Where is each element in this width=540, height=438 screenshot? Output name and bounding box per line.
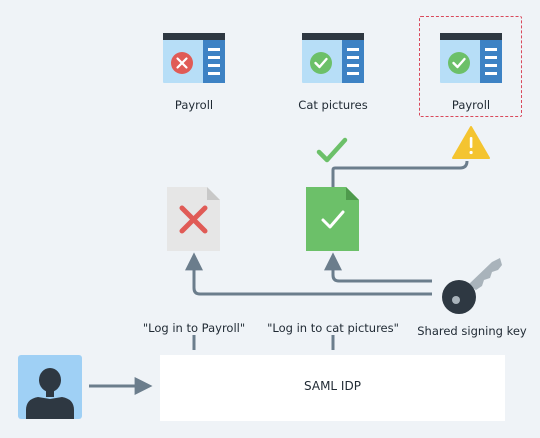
check-icon xyxy=(316,137,348,163)
user-icon xyxy=(26,368,74,419)
app-label-payroll-allowed: Payroll xyxy=(451,98,491,112)
app-window-payroll-denied-icon xyxy=(163,33,225,83)
document-rejected-icon xyxy=(167,187,220,251)
warning-icon xyxy=(452,126,490,159)
key-icon xyxy=(442,258,502,314)
highlight-box xyxy=(419,16,522,117)
user-avatar xyxy=(18,355,82,419)
app-window-cat-pictures-icon xyxy=(302,33,364,83)
app-label-cat-pictures: Cat pictures xyxy=(298,98,368,112)
key-label: Shared signing key xyxy=(417,324,527,338)
connector-lines xyxy=(89,160,469,395)
assertion-label-cat-pictures: "Log in to cat pictures" xyxy=(267,321,399,335)
saml-idp-label: SAML IDP xyxy=(304,379,361,393)
app-window-payroll-allowed-icon xyxy=(440,33,502,83)
document-accepted-icon xyxy=(306,187,359,251)
assertion-label-payroll: "Log in to Payroll" xyxy=(142,321,246,335)
app-label-payroll-denied: Payroll xyxy=(174,98,214,112)
saml-idp-box: SAML IDP xyxy=(160,355,505,421)
